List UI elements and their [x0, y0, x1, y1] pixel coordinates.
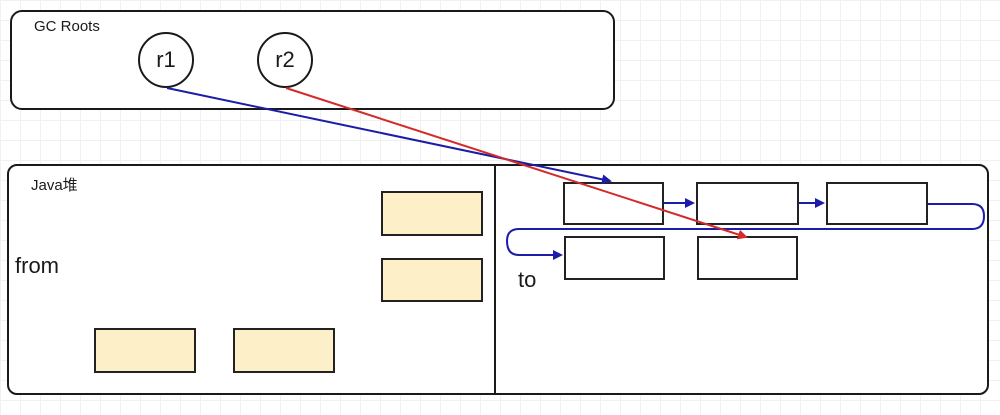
to-space-label: to	[518, 267, 537, 292]
root-r2-label: r2	[275, 47, 295, 72]
r2-reference-arrow	[285, 87, 748, 240]
to-object	[563, 182, 664, 225]
to-object	[826, 182, 928, 225]
java-heap-title: Java堆	[31, 177, 78, 194]
r1-reference-arrow	[166, 87, 612, 185]
heap-divider	[494, 165, 496, 394]
from-space-label: from	[15, 253, 59, 278]
chain-wrap-arrow	[505, 203, 986, 260]
to-object	[564, 236, 665, 280]
from-object	[94, 328, 196, 373]
root-r2-node: r2	[257, 32, 313, 88]
from-object	[381, 191, 483, 236]
root-r1-label: r1	[156, 47, 176, 72]
from-object	[233, 328, 335, 373]
gc-roots-panel: GC Roots	[10, 10, 615, 110]
to-object	[696, 182, 799, 225]
from-object	[381, 258, 483, 302]
root-r1-node: r1	[138, 32, 194, 88]
gc-roots-title: GC Roots	[34, 18, 100, 35]
